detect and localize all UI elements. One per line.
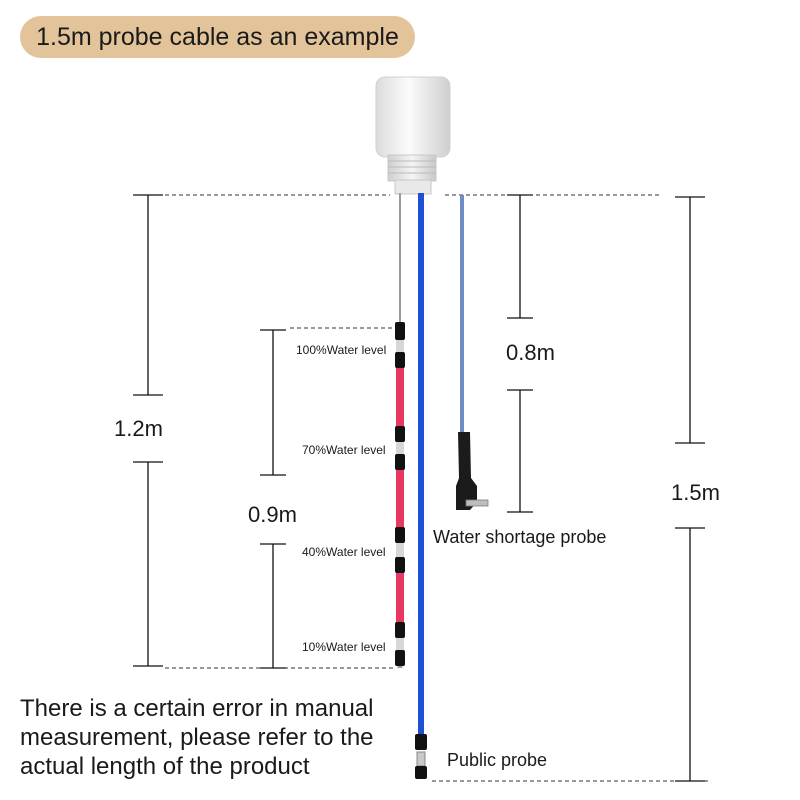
title-badge: 1.5m probe cable as an example [20,16,415,58]
dimension-bars [133,194,705,782]
level-label-70: 70%Water level [302,443,386,457]
shortage-probe-body [456,432,489,510]
level-marker-100 [395,322,405,368]
title-text: 1.5m probe cable as an example [36,22,399,51]
sensor-head [375,76,451,195]
public-probe-label: Public probe [447,750,548,770]
dimension-label-1-5m: 1.5m [671,480,720,505]
level-marker-70 [395,426,405,470]
dimension-label-1-2m: 1.2m [114,416,163,441]
level-marker-10 [395,622,405,666]
public-probe-tip [415,734,427,750]
level-label-40: 40%Water level [302,545,386,559]
shortage-probe-label: Water shortage probe [433,527,607,547]
measurement-note: There is a certain error in manual measu… [20,695,374,780]
dimension-label-0-9m: 0.9m [248,502,297,527]
level-markers [395,322,405,666]
level-label-10: 10%Water level [302,640,386,654]
dimension-label-0-8m: 0.8m [506,340,555,365]
level-label-100: 100%Water level [296,343,387,357]
level-marker-40 [395,527,405,573]
